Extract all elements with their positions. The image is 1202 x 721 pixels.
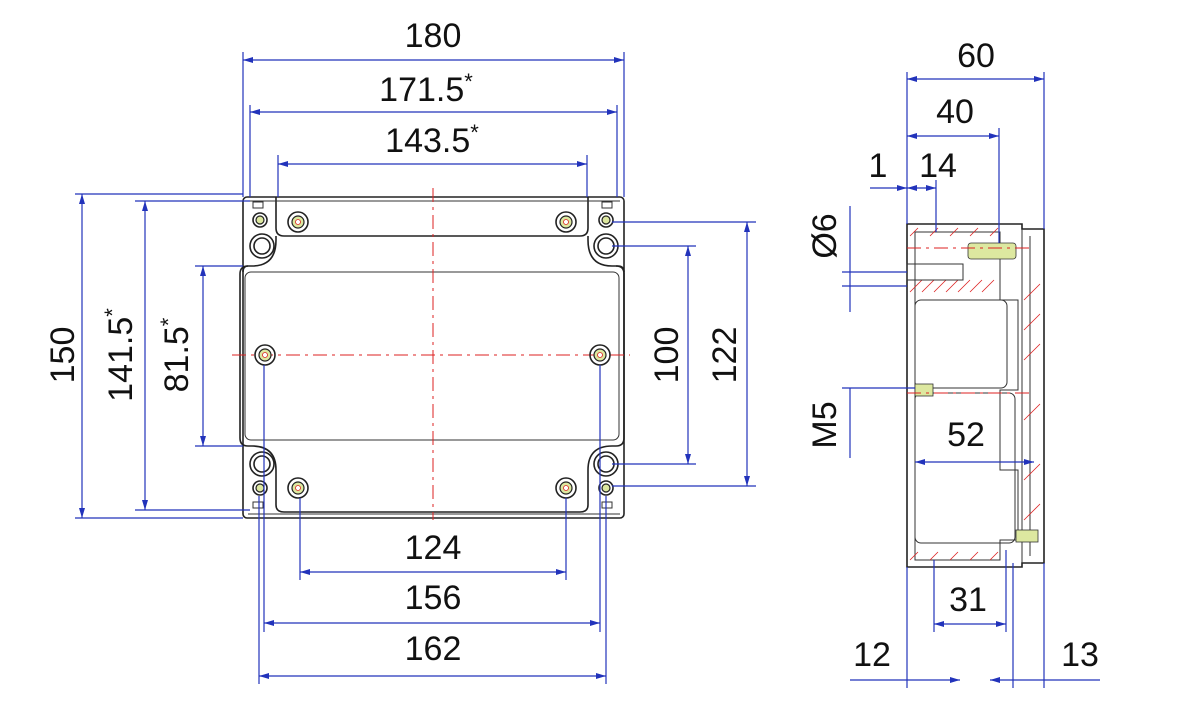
lid-screw-hole-tr <box>555 211 577 233</box>
mount-hole-bl <box>249 451 275 477</box>
dim-label-60: 60 <box>957 37 995 75</box>
dim-label-180: 180 <box>405 17 462 55</box>
corner-hole-bl <box>252 480 268 496</box>
front-dimensions: 180 171.5* 143.5* 150 141.5* 81.5* 100 <box>44 17 756 684</box>
front-view <box>232 188 630 520</box>
corner-slot-tl <box>252 201 264 209</box>
side-screw-head <box>967 242 1017 260</box>
dim-label-100: 100 <box>648 327 686 384</box>
dim-label-52: 52 <box>947 416 985 454</box>
side-thread-insert <box>914 383 934 397</box>
dim-label-143: 143.5* <box>385 120 479 160</box>
corner-slot-bl <box>252 501 264 509</box>
dim-label-13: 13 <box>1061 636 1099 674</box>
dim-label-m5: M5 <box>806 401 844 448</box>
side-hatching <box>909 227 1041 561</box>
dim-label-14: 14 <box>919 147 957 185</box>
dim-label-162: 162 <box>405 630 462 668</box>
lid-screw-hole-mr <box>589 344 611 366</box>
dim-label-171: 171.5* <box>379 69 473 109</box>
dim-label-124: 124 <box>405 529 462 567</box>
lid-screw-hole-tl <box>287 211 309 233</box>
dim-label-150: 150 <box>44 327 82 384</box>
side-lower-screw <box>1015 529 1039 543</box>
dim-label-40: 40 <box>936 93 974 131</box>
lid-screw-hole-ml <box>254 344 276 366</box>
corner-slot-br <box>601 501 613 509</box>
corner-slot-tr <box>601 201 613 209</box>
dim-label-141: 141.5* <box>100 308 140 402</box>
dim-label-156: 156 <box>405 579 462 617</box>
dim-label-dia6: Ø6 <box>806 213 844 258</box>
dim-label-122: 122 <box>706 327 744 384</box>
dim-label-31: 31 <box>949 581 987 619</box>
corner-hole-tr <box>598 212 614 228</box>
side-dimensions: 60 40 1 14 Ø6 M5 52 31 12 1 <box>806 37 1100 688</box>
corner-hole-br <box>598 480 614 496</box>
dim-label-12: 12 <box>853 636 891 674</box>
dim-label-1: 1 <box>869 147 888 185</box>
dim-label-81: 81.5* <box>156 317 196 392</box>
front-inner-outline <box>239 265 625 513</box>
side-upper-cavity <box>914 299 1008 389</box>
mount-hole-tl <box>249 233 275 259</box>
lid-screw-hole-bl <box>287 477 309 499</box>
corner-hole-tl <box>252 212 268 228</box>
lid-screw-hole-br <box>555 477 577 499</box>
front-inner-border <box>244 271 620 441</box>
side-view <box>906 223 1045 568</box>
